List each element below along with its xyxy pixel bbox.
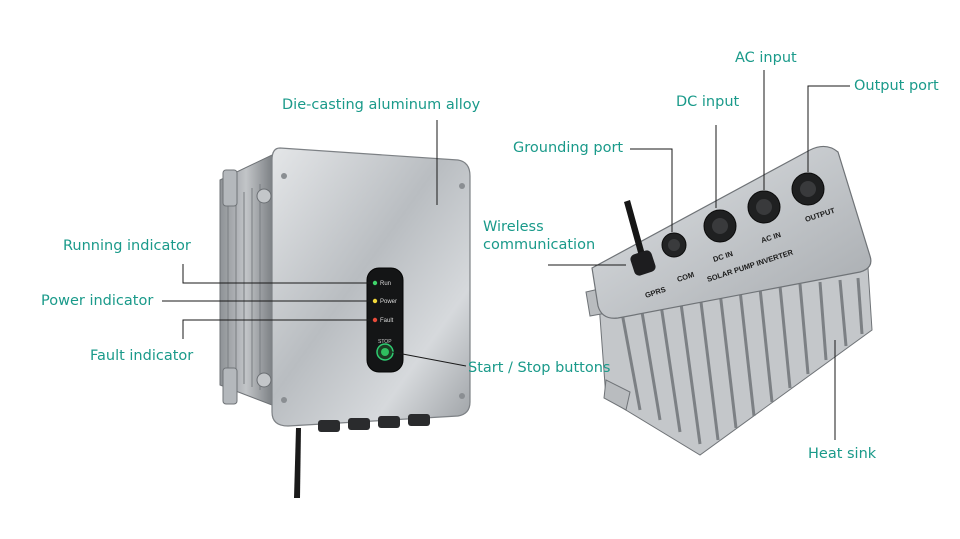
label-wireless: Wireless communication	[483, 219, 596, 253]
label-ac-input: AC input	[735, 50, 797, 66]
gland-1	[318, 420, 340, 432]
antenna-front	[294, 428, 301, 498]
bracket-top	[222, 169, 238, 207]
run-led	[372, 280, 378, 286]
label-heat-sink: Heat sink	[808, 446, 877, 462]
label-power-indicator: Power indicator	[41, 293, 154, 309]
label-output-port: Output port	[854, 78, 939, 94]
heat-sink-fins	[618, 277, 864, 445]
power-text: Power	[380, 299, 397, 305]
gland-3	[378, 416, 400, 428]
gland-2	[348, 418, 370, 430]
bracket-bottom	[222, 367, 238, 405]
run-text: Run	[380, 281, 391, 287]
power-led	[372, 298, 378, 304]
label-fault-indicator: Fault indicator	[90, 348, 194, 364]
gland-4	[408, 414, 430, 426]
inverter-top-view: GPRS COM DC IN AC IN OUTPUT SOLAR PUMP I…	[585, 145, 873, 456]
label-grounding-port: Grounding port	[513, 140, 624, 156]
leader-output	[807, 85, 850, 172]
leader-grounding	[630, 148, 673, 232]
side-fins	[227, 184, 261, 390]
label-start-stop: Start / Stop buttons	[468, 360, 611, 376]
leader-running	[182, 264, 370, 284]
label-die-casting: Die-casting aluminum alloy	[282, 97, 481, 113]
gprs-antenna	[624, 200, 656, 276]
inverter-front-view: Run Power Fault STOP	[219, 147, 471, 498]
label-dc-input: DC input	[676, 94, 740, 110]
leader-start-stop	[391, 351, 467, 367]
fault-led	[372, 317, 378, 323]
leader-lines	[162, 70, 850, 440]
fault-text: Fault	[380, 318, 394, 324]
leader-fault	[182, 319, 370, 339]
label-running-indicator: Running indicator	[63, 238, 191, 254]
button-text: STOP	[378, 339, 392, 345]
